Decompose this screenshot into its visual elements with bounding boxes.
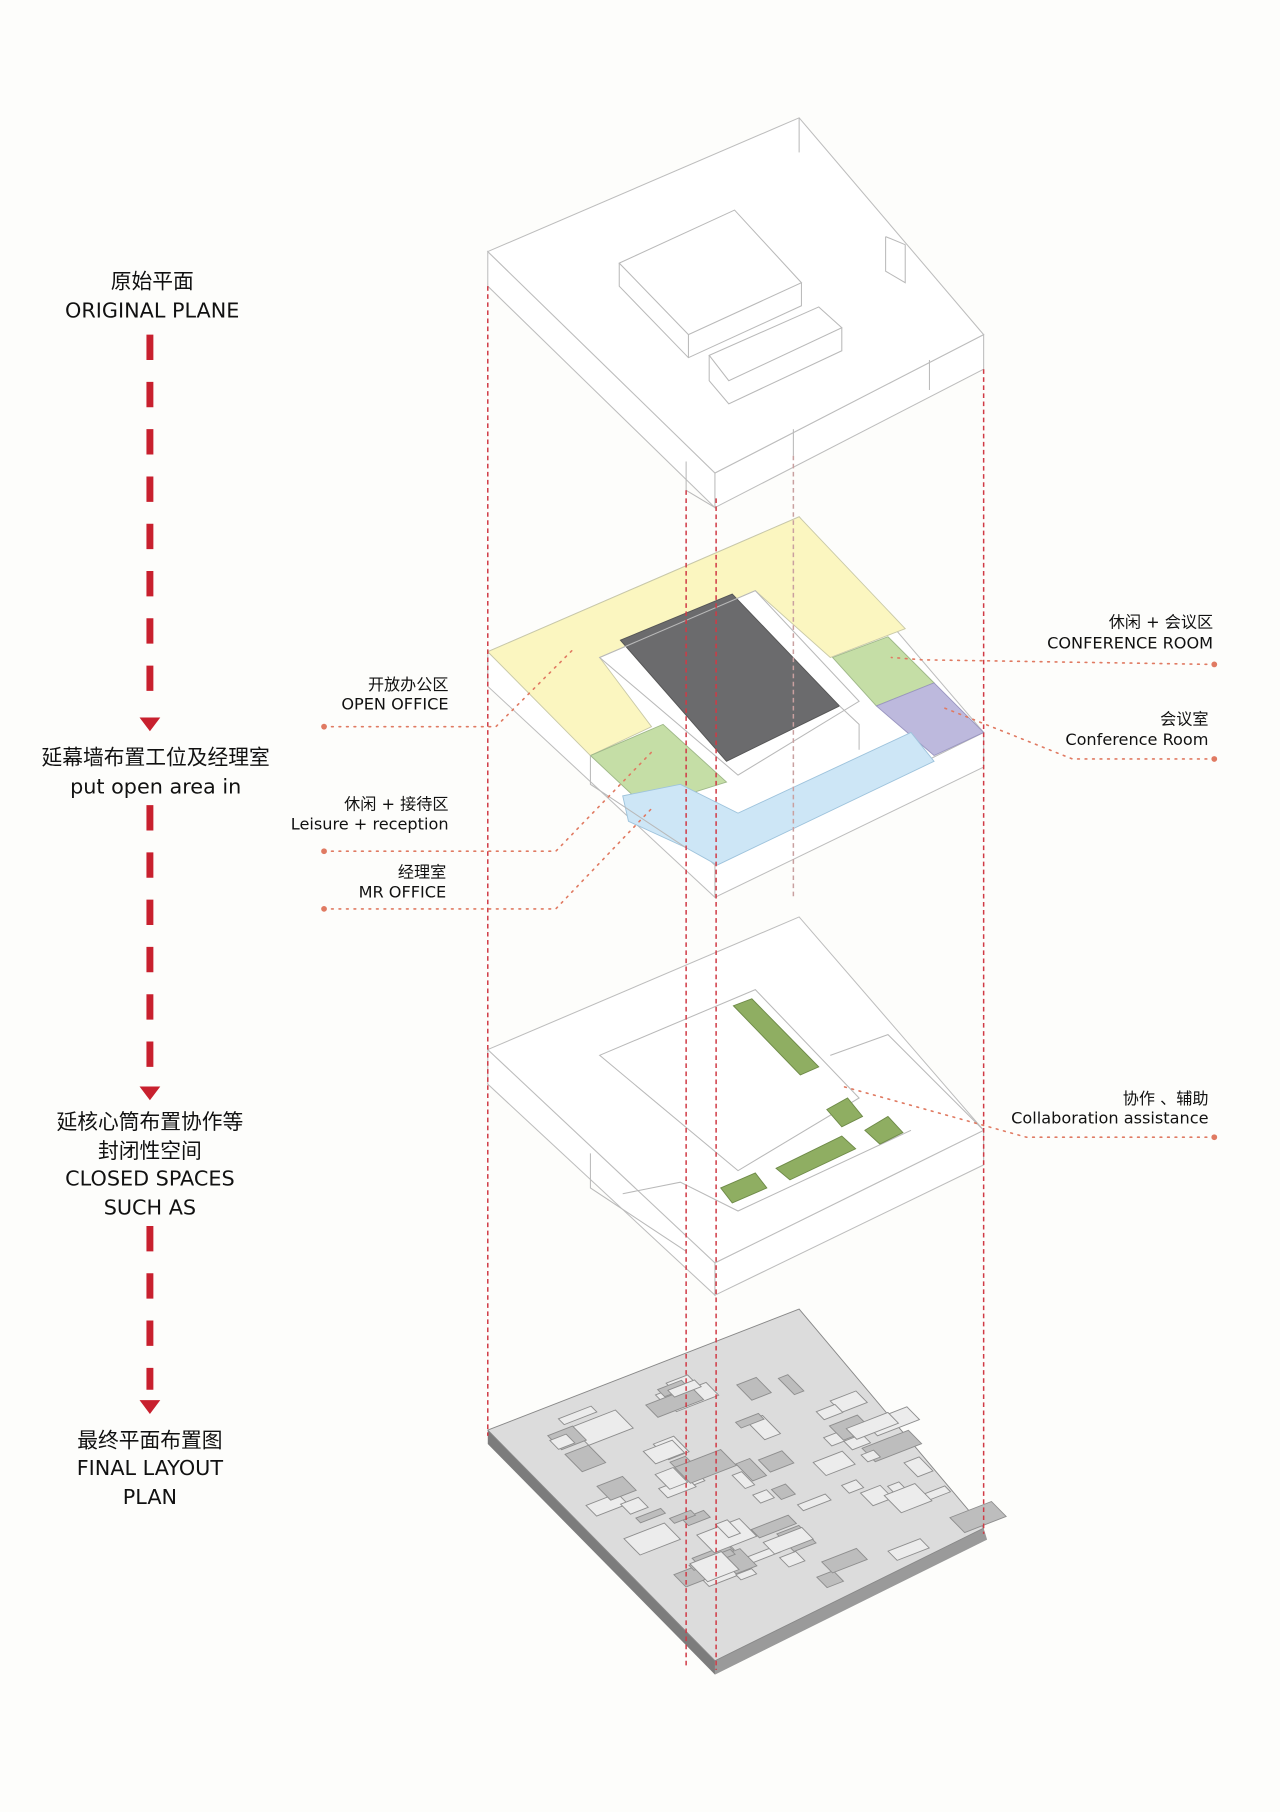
svg-text:Leisure + reception: Leisure + reception bbox=[291, 814, 449, 833]
floor-plan-room bbox=[689, 1550, 740, 1583]
svg-text:Collaboration assistance: Collaboration assistance bbox=[1011, 1108, 1208, 1127]
floor-plan-room bbox=[815, 1570, 845, 1589]
layer-original-plane bbox=[486, 117, 985, 509]
svg-text:协作 、辅助: 协作 、辅助 bbox=[1123, 1089, 1209, 1108]
floor-plan-room bbox=[714, 1519, 742, 1539]
svg-text:会议室: 会议室 bbox=[1160, 709, 1208, 728]
layer-final-layout bbox=[486, 1308, 1007, 1675]
callout-conference-area: 休闲 + 会议区 CONFERENCE ROOM bbox=[890, 613, 1218, 668]
step-3-cn2: 封闭性空间 bbox=[98, 1139, 202, 1163]
step-4-en2: PLAN bbox=[123, 1485, 177, 1509]
floor-plan-room bbox=[949, 1500, 1007, 1534]
svg-text:经理室: 经理室 bbox=[398, 863, 446, 882]
floor-plan-room bbox=[642, 1439, 686, 1465]
floor-plan-room bbox=[845, 1411, 900, 1440]
process-steps: 原始平面 ORIGINAL PLANE 延幕墙布置工位及经理室 put open… bbox=[42, 269, 270, 1508]
floor-plan-room bbox=[815, 1403, 844, 1421]
floor-plan-room bbox=[778, 1550, 806, 1568]
floor-plan-room bbox=[887, 1538, 931, 1561]
arrow-down-icon bbox=[139, 717, 161, 732]
floor-plan-room bbox=[731, 1471, 756, 1490]
floor-plan-room bbox=[903, 1456, 934, 1478]
step-2-cn: 延幕墙布置工位及经理室 bbox=[42, 746, 270, 770]
layer-open-area bbox=[486, 516, 985, 899]
layer-closed-spaces bbox=[486, 916, 985, 1297]
step-3-en: CLOSED SPACES bbox=[65, 1167, 234, 1191]
arrow-down-icon bbox=[139, 1400, 161, 1414]
floor-plan-room bbox=[596, 1475, 638, 1501]
step-2-en: put open area in bbox=[70, 775, 241, 799]
floor-plan-room bbox=[735, 1457, 768, 1482]
svg-text:休闲 + 会议区: 休闲 + 会议区 bbox=[1109, 613, 1213, 632]
floor-plan-room bbox=[549, 1433, 576, 1450]
projection-lines bbox=[487, 286, 985, 1670]
callout-leisure-reception: 休闲 + 接待区 Leisure + reception bbox=[291, 748, 655, 855]
step-3-en2: SUCH AS bbox=[104, 1195, 196, 1219]
collab-block bbox=[719, 1172, 768, 1204]
floor-plan-room bbox=[654, 1466, 689, 1490]
floor-plan-room bbox=[735, 1568, 758, 1581]
floor-plan-room bbox=[840, 1479, 865, 1494]
floor-plan-room bbox=[757, 1450, 795, 1473]
svg-text:Conference Room: Conference Room bbox=[1065, 730, 1208, 749]
collab-block bbox=[775, 1135, 857, 1181]
collab-block bbox=[864, 1115, 904, 1145]
floor-plan-room bbox=[860, 1449, 882, 1463]
svg-text:MR OFFICE: MR OFFICE bbox=[359, 882, 447, 901]
floor-plan-room bbox=[762, 1526, 815, 1555]
floor-plan-room bbox=[668, 1509, 697, 1524]
callout-collaboration: 协作 、辅助 Collaboration assistance bbox=[842, 1085, 1218, 1141]
mr-office-zone bbox=[622, 731, 935, 866]
callout-conference-room: 会议室 Conference Room bbox=[941, 706, 1218, 762]
step-4-en: FINAL LAYOUT bbox=[77, 1456, 224, 1480]
svg-text:开放办公区: 开放办公区 bbox=[368, 675, 449, 694]
floor-plan-room bbox=[883, 1483, 933, 1514]
step-1-en: ORIGINAL PLANE bbox=[65, 298, 239, 322]
floor-plan-room bbox=[820, 1547, 869, 1574]
step-4-cn: 最终平面布置图 bbox=[77, 1428, 222, 1452]
leisure-reception-zone bbox=[589, 723, 728, 808]
callout-mr-office: 经理室 MR OFFICE bbox=[321, 806, 654, 912]
collab-block bbox=[826, 1097, 864, 1128]
floor-plan-room bbox=[681, 1509, 712, 1527]
step-1-cn: 原始平面 bbox=[111, 269, 194, 293]
floor-plan-room bbox=[796, 1493, 832, 1512]
callout-open-office: 开放办公区 OPEN OFFICE bbox=[321, 648, 574, 730]
svg-text:OPEN OFFICE: OPEN OFFICE bbox=[341, 694, 448, 713]
floor-plan-room bbox=[734, 1412, 765, 1429]
svg-text:休闲 + 接待区: 休闲 + 接待区 bbox=[344, 795, 448, 814]
floor-plan-room bbox=[623, 1522, 682, 1556]
arrow-down-icon bbox=[139, 1086, 161, 1101]
collab-block bbox=[732, 998, 820, 1076]
floor-plan-room bbox=[812, 1450, 856, 1477]
step-3-cn: 延核心筒布置协作等 bbox=[57, 1110, 244, 1134]
floor-plan-room bbox=[777, 1374, 805, 1396]
floor-plan-room bbox=[735, 1376, 773, 1401]
floor-plan-room bbox=[635, 1507, 667, 1524]
svg-text:CONFERENCE ROOM: CONFERENCE ROOM bbox=[1047, 633, 1213, 652]
floor-plan-room bbox=[667, 1379, 702, 1398]
floor-plan-room bbox=[751, 1489, 776, 1504]
floor-plan-room bbox=[673, 1448, 738, 1484]
floor-plan-room bbox=[557, 1405, 598, 1426]
floor-plan-room bbox=[770, 1483, 797, 1501]
floor-plan-room bbox=[619, 1496, 650, 1515]
floor-plan-room bbox=[564, 1444, 607, 1473]
floor-plan-room bbox=[750, 1514, 798, 1539]
